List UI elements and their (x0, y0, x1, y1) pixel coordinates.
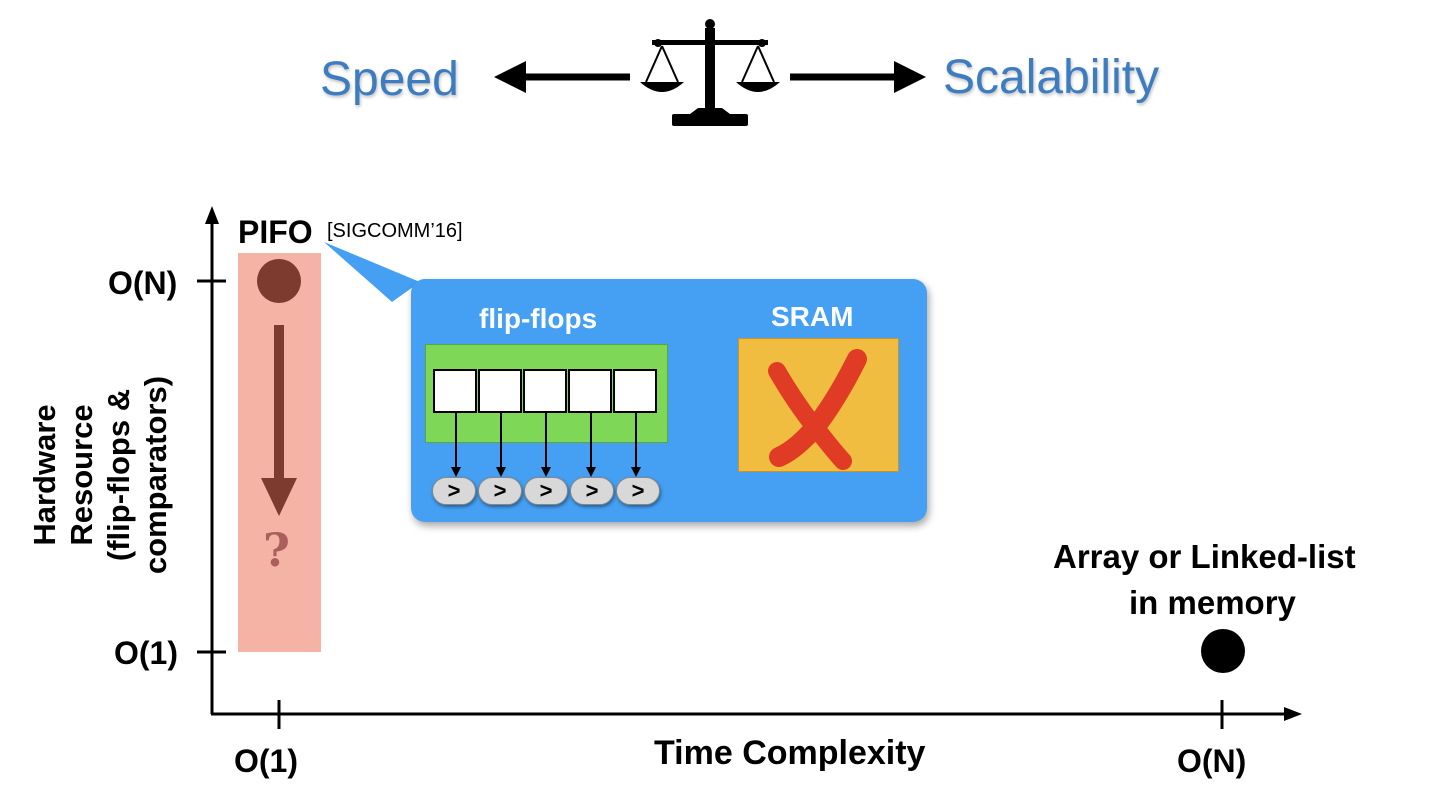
left-arrow-icon (494, 61, 630, 93)
question-mark: ? (263, 523, 290, 577)
array-label-line-2: in memory (1129, 584, 1296, 621)
comparator: > (616, 477, 660, 505)
cross-icon (768, 349, 867, 470)
pifo-citation: [SIGCOMM’16] (327, 220, 463, 242)
y-tick-label-1: O(1) (114, 635, 178, 671)
array-label-line-1: Array or Linked-list (1053, 538, 1356, 575)
header-graphics (494, 19, 926, 126)
x-axis-arrowhead (1284, 707, 1302, 721)
array-point (1201, 629, 1245, 673)
sram-block (738, 338, 899, 472)
flipflops-title: flip-flops (479, 303, 598, 334)
y-axis-label-line-2: Resource (64, 404, 99, 546)
pifo-title: PIFO (238, 214, 313, 250)
flipflop-block (425, 344, 668, 443)
y-axis-label-line-3: (flip-flops & (101, 388, 136, 562)
pifo-callout: flip-flops SRAM > > > > > (411, 279, 927, 522)
x-axis-label: Time Complexity (654, 734, 926, 772)
flipflop-arrows (451, 411, 641, 477)
comparator: > (570, 477, 614, 505)
callout-pointer (324, 242, 420, 302)
comparator: > (524, 477, 568, 505)
y-tick-label-n: O(N) (108, 265, 178, 301)
x-tick-label-1: O(1) (234, 743, 298, 779)
y-axis-arrowhead (205, 206, 219, 224)
scalability-label: Scalability (943, 51, 1160, 104)
down-arrow-icon (261, 325, 297, 516)
scale-balance-icon (640, 19, 780, 126)
y-axis-label-line-4: comparators) (138, 375, 173, 575)
pifo-point (257, 259, 301, 303)
right-arrow-icon (790, 61, 926, 93)
comparator: > (478, 477, 522, 505)
x-tick-label-n: O(N) (1177, 743, 1247, 779)
y-axis-label: Hardware Resource (flip-flops & comparat… (26, 355, 176, 595)
comparator: > (432, 477, 476, 505)
sram-title: SRAM (771, 301, 854, 332)
y-axis-label-line-1: Hardware (27, 404, 62, 546)
speed-label: Speed (320, 53, 459, 106)
